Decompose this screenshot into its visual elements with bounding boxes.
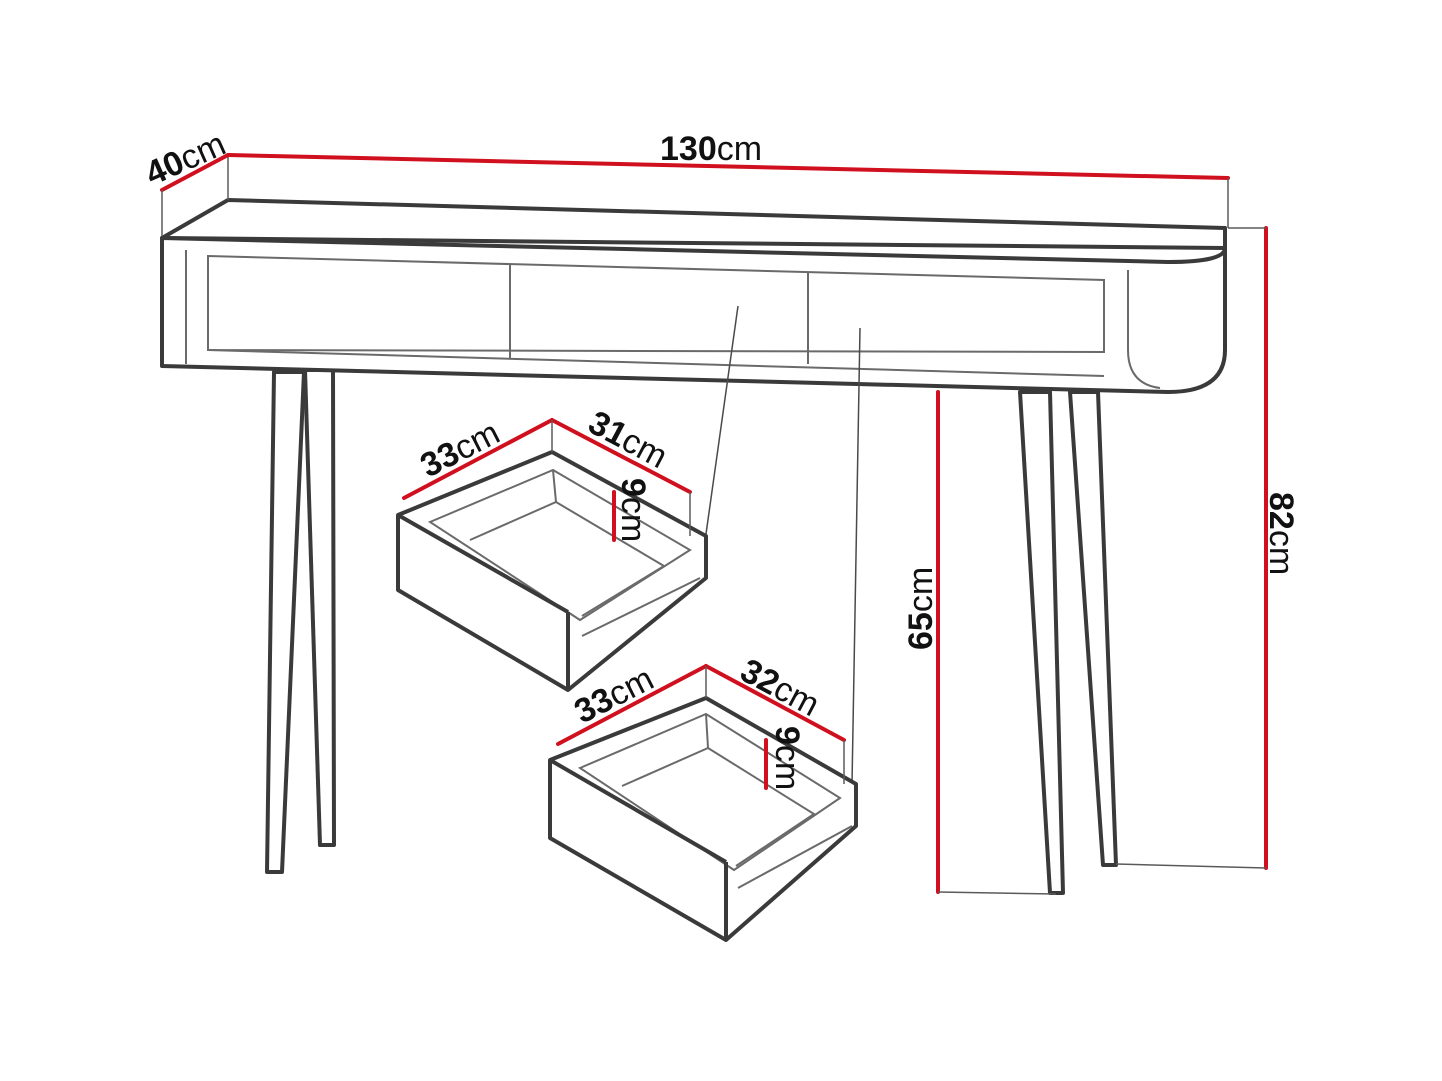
drawer-1-front-panel-top — [397, 513, 569, 614]
width-label: 130cm — [660, 130, 762, 168]
drawer-1 — [396, 450, 708, 692]
carcass-side-edge-right — [1127, 270, 1161, 389]
leg-back-right — [1068, 390, 1118, 867]
drawer-2-front-panel-top — [548, 758, 728, 864]
drawer-2-inner-floor — [621, 746, 816, 867]
depth-label: 40cm — [140, 125, 231, 194]
depth-dimension-line — [160, 153, 230, 192]
drawer-1-inner-floor — [469, 500, 666, 617]
console-table — [160, 198, 1227, 895]
drawer-1-width-line — [402, 418, 554, 500]
drawer-2-depth-label: 32cm — [734, 652, 825, 725]
drawer-1-side-back — [581, 577, 701, 637]
drawer-1-box — [396, 450, 708, 692]
table-carcass — [160, 236, 1227, 394]
width-dimension-line — [226, 153, 1230, 180]
leg-height-label: 65cm — [902, 567, 940, 650]
drawer-2-inner-corner — [705, 713, 709, 749]
drawer-1-height-label: 9cm — [614, 478, 652, 542]
drawer-1-inner-cavity — [427, 468, 692, 622]
drawer-2-leader-line — [851, 327, 861, 785]
total-height-label: 82cm — [1262, 492, 1300, 575]
leg-front-left — [265, 370, 306, 874]
drawer-2-depth-line — [704, 664, 846, 742]
carcass-bottom-edge — [207, 349, 1105, 377]
drawer-1-leader-line — [705, 305, 739, 535]
dimension-lines — [160, 153, 1268, 895]
drawer-1-inner-corner — [552, 469, 557, 503]
leg-back-left — [303, 368, 336, 847]
drawer-1-depth-line — [550, 418, 692, 494]
drawer-2 — [548, 696, 858, 942]
leg-front-right — [1018, 390, 1065, 895]
drawer-front-area — [207, 254, 1105, 354]
drawer-2-side-back — [737, 825, 853, 889]
drawer-1-depth-label: 31cm — [582, 404, 673, 477]
total-height-tick-bottom — [1115, 863, 1267, 869]
drawer-2-height-label: 9cm — [768, 726, 806, 790]
drawer-2-width-line — [556, 664, 708, 746]
leg-height-tick-bottom — [937, 891, 1057, 895]
